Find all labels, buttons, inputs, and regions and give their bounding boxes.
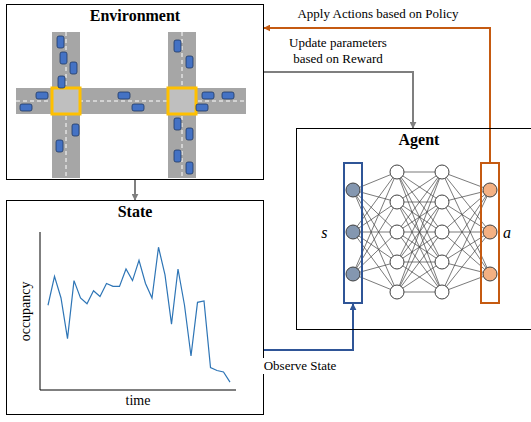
axis-label: time <box>124 393 153 410</box>
agent-box: Agent s⃗ a⃗ <box>296 128 531 330</box>
weight-line <box>442 190 490 292</box>
occupancy-chart <box>40 232 236 390</box>
weight-line <box>397 172 442 202</box>
environment-box: Environment <box>6 4 264 180</box>
car <box>132 104 144 111</box>
neuron <box>390 225 404 239</box>
edge-label: Apply Actions based on Policy <box>295 6 460 22</box>
road <box>16 88 246 114</box>
car <box>186 56 193 68</box>
weight-line <box>442 232 490 274</box>
weight-line <box>353 232 397 262</box>
road-network <box>16 32 246 178</box>
neuron <box>483 267 497 281</box>
car <box>174 118 181 130</box>
car <box>58 76 65 88</box>
box-title: Environment <box>7 7 263 25</box>
neuron <box>435 255 449 269</box>
neural-network <box>346 165 497 299</box>
weight-line <box>442 232 490 262</box>
neuron <box>390 195 404 209</box>
neuron <box>483 225 497 239</box>
neuron <box>435 195 449 209</box>
chart-axes <box>40 232 236 390</box>
neuron <box>483 183 497 197</box>
neuron <box>346 267 360 281</box>
car <box>196 104 208 111</box>
box-title: State <box>7 203 263 221</box>
neuron <box>390 285 404 299</box>
flow-arrow <box>264 28 490 162</box>
occupancy-line <box>48 247 230 382</box>
car <box>20 104 32 111</box>
intersection <box>52 88 80 114</box>
road <box>168 32 196 178</box>
neuron <box>435 165 449 179</box>
flow-arrow <box>264 72 413 128</box>
car <box>70 62 77 74</box>
car <box>222 92 234 99</box>
state-box: State <box>6 200 264 415</box>
neuron <box>390 255 404 269</box>
edge-label: Update parameters based on Reward <box>276 35 400 66</box>
road <box>52 32 80 178</box>
flow-arrow <box>134 180 136 200</box>
car <box>118 92 130 99</box>
car <box>202 92 214 99</box>
weight-line <box>397 262 442 292</box>
weight-line <box>353 232 397 274</box>
weight-line <box>442 172 490 274</box>
flow-arrow <box>264 304 353 350</box>
weight-line <box>397 262 442 292</box>
weight-line <box>397 172 442 202</box>
neuron <box>435 285 449 299</box>
input-layer: s⃗ <box>343 162 363 304</box>
car <box>186 128 193 140</box>
car <box>57 36 64 48</box>
weight-line <box>397 172 442 262</box>
edge-label: Observe State <box>262 358 339 374</box>
car <box>186 162 193 174</box>
box-title: Agent <box>297 131 531 149</box>
neuron <box>435 225 449 239</box>
weight-line <box>442 202 490 232</box>
neuron <box>346 225 360 239</box>
vector-label: a⃗ <box>503 224 523 242</box>
output-layer: a⃗ <box>480 162 500 304</box>
car <box>56 140 63 152</box>
vector-label: s⃗ <box>321 224 340 242</box>
weight-line <box>397 172 442 262</box>
intersection <box>168 88 196 114</box>
car <box>72 124 79 136</box>
car <box>60 52 67 64</box>
neuron <box>346 183 360 197</box>
weight-line <box>397 202 442 292</box>
neuron <box>390 165 404 179</box>
axis-label: occupancy <box>18 279 35 343</box>
car <box>174 150 181 162</box>
weight-line <box>353 202 397 232</box>
car <box>174 40 181 52</box>
weight-line <box>442 274 490 292</box>
weight-line <box>397 202 442 292</box>
car <box>36 92 48 99</box>
